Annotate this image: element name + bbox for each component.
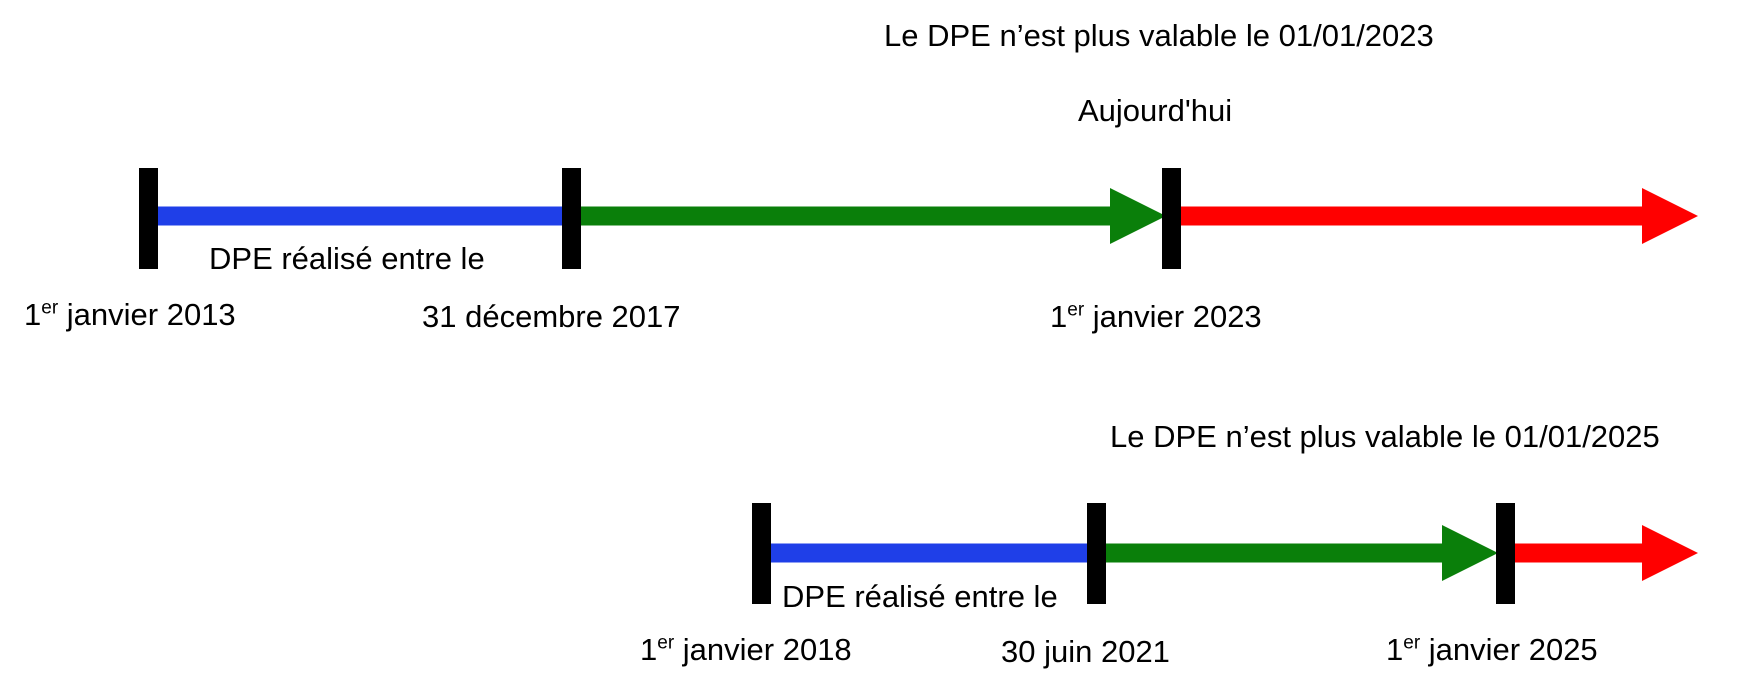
- valid-period-arrowhead: [1442, 525, 1498, 581]
- expiry-date-top: 1er janvier 2023: [1050, 299, 1262, 334]
- end-marker: [562, 168, 581, 269]
- end-date-bottom: 30 juin 2021: [1001, 634, 1170, 669]
- timeline-bottom: [752, 503, 1698, 604]
- expiry-date-bottom: 1er janvier 2025: [1386, 632, 1598, 667]
- expiry-marker: [1162, 168, 1181, 269]
- start-date-top: 1er janvier 2013: [24, 297, 236, 332]
- end-date-top: 31 décembre 2017: [422, 299, 681, 334]
- expired-period-arrowhead: [1642, 525, 1698, 581]
- validity-note-bottom: Le DPE n’est plus valable le 01/01/2025: [1110, 419, 1660, 454]
- expired-period-arrowhead: [1642, 188, 1698, 244]
- start-marker: [752, 503, 771, 604]
- timeline-top: [139, 168, 1698, 269]
- period-label-top: DPE réalisé entre le: [209, 241, 485, 276]
- validity-note-top: Le DPE n’est plus valable le 01/01/2023: [884, 18, 1434, 53]
- start-date-bottom: 1er janvier 2018: [640, 632, 852, 667]
- valid-period-arrowhead: [1110, 188, 1166, 244]
- period-label-bottom: DPE réalisé entre le: [782, 579, 1058, 614]
- expiry-marker: [1496, 503, 1515, 604]
- start-marker: [139, 168, 158, 269]
- end-marker: [1087, 503, 1106, 604]
- today-label: Aujourd'hui: [1078, 93, 1233, 128]
